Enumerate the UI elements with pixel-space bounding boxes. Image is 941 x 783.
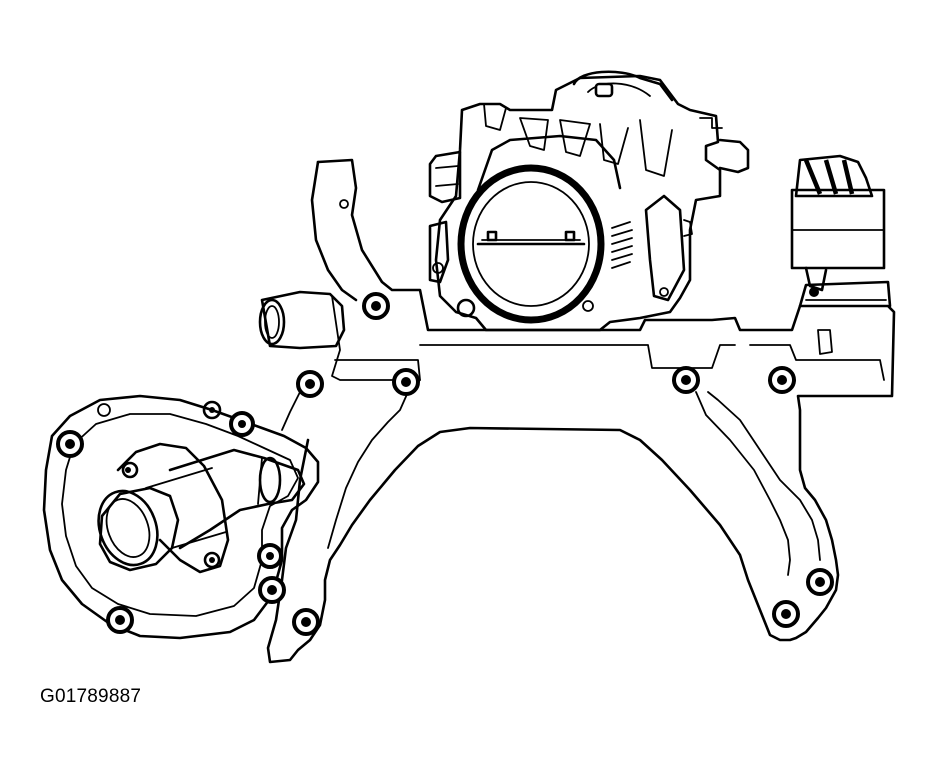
bolt — [292, 608, 320, 636]
bolt — [296, 370, 324, 398]
bolt — [672, 366, 700, 394]
bolt — [806, 568, 834, 596]
figure-id-label: G01789887 — [40, 686, 142, 707]
bolt — [768, 366, 796, 394]
water-outlet-tube — [258, 290, 421, 381]
bolts — [56, 292, 834, 636]
sensor-module — [790, 154, 886, 297]
bolt — [362, 292, 390, 320]
thermostat-housing — [42, 394, 320, 640]
bolt — [106, 606, 134, 634]
bolt — [229, 411, 255, 437]
bolt — [56, 430, 84, 458]
throttle-body — [428, 70, 750, 332]
bolt — [772, 600, 800, 628]
bolt — [258, 576, 286, 604]
bolt — [257, 543, 283, 569]
bolt — [392, 368, 420, 396]
